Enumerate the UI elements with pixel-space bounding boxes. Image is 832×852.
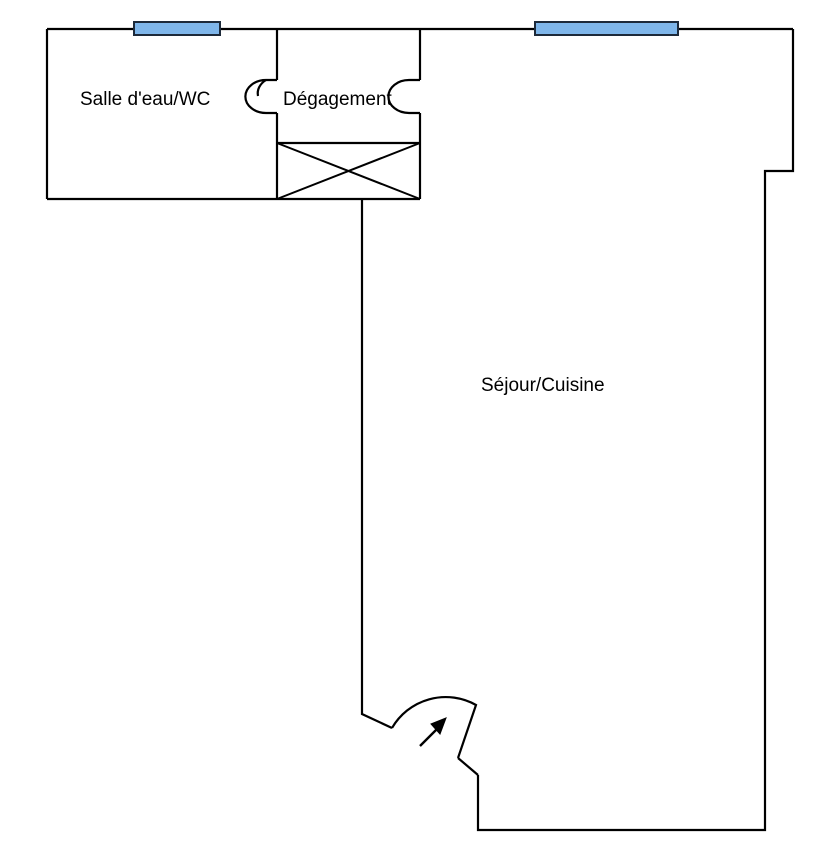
room-label-salle-eau-wc: Salle d'eau/WC: [80, 89, 210, 110]
degagement-door-swing: [387, 78, 420, 115]
wc-door-swing: [244, 78, 277, 115]
room-label-degagement: Dégagement: [283, 89, 393, 110]
room-label-sejour-cuisine: Séjour/Cuisine: [481, 375, 605, 396]
window-sejour: [534, 21, 679, 36]
partitions: [275, 29, 422, 199]
living-left-wall: [360, 199, 393, 729]
windows: [133, 21, 679, 36]
entrance-lower-jamb: [457, 757, 479, 776]
wc-door-leaf: [256, 79, 267, 97]
right-exterior-wall: [476, 29, 795, 832]
window-wc: [133, 21, 221, 36]
entrance-arrow-icon: [419, 717, 447, 747]
entrance-door-arc: [391, 695, 478, 759]
stairwell-cross-icon: [276, 142, 421, 200]
doors: [244, 78, 478, 759]
